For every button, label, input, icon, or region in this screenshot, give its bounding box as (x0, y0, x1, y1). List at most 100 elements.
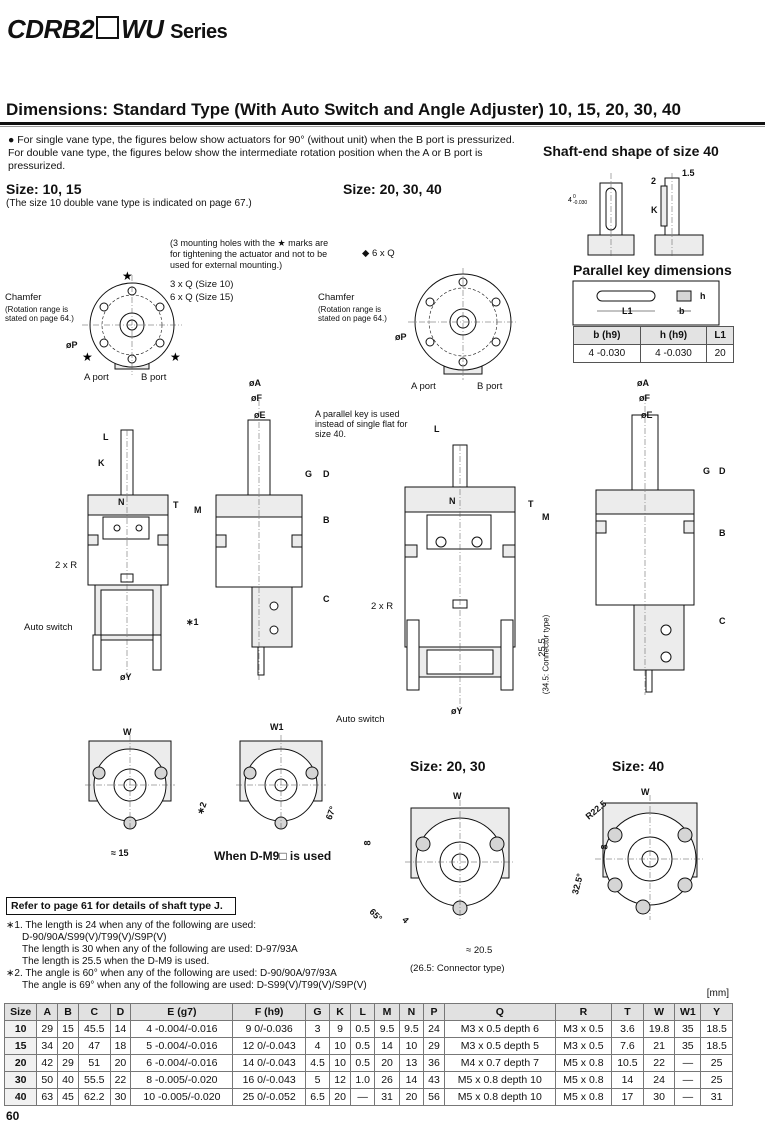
unit-label: [mm] (706, 988, 729, 999)
phiA-right: øA (637, 378, 649, 388)
dim-T-mid: T (528, 499, 534, 509)
series-word: Series (170, 21, 228, 43)
table-cell: M5 x 0.8 (554, 1088, 613, 1106)
table-cell: 43 (423, 1071, 445, 1089)
key-cell-L1: 20 (706, 344, 734, 363)
dim-D-left: D (323, 469, 330, 479)
table-cell: 20 (374, 1054, 400, 1072)
parallel-key-heading: Parallel key dimensions (573, 262, 732, 278)
n2-left: ∗2 (194, 800, 209, 816)
page-number: 60 (6, 1109, 20, 1123)
size-10-note: (The size 10 double vane type is indicat… (6, 198, 252, 209)
dim-C-left: C (323, 594, 330, 604)
table-cell: — (674, 1054, 702, 1072)
table-cell: 4 (304, 1037, 331, 1055)
footnote-2a: ∗2. The angle is 60° when any of the fol… (6, 968, 337, 979)
key-cell-b: 4 -0.030 (573, 344, 641, 363)
table-cell: 30 (109, 1088, 132, 1106)
shaft-type-j-reference: Refer to page 61 for details of shaft ty… (6, 897, 236, 915)
col-E: E (g7) (130, 1003, 234, 1021)
table-cell: 55.5 (77, 1071, 111, 1089)
dim-W-right: W (641, 787, 650, 797)
svg-text:0: 0 (573, 194, 576, 200)
table-cell: 13 (398, 1054, 425, 1072)
table-cell: 3.6 (611, 1020, 644, 1038)
table-cell: M3 x 0.5 depth 5 (443, 1037, 556, 1055)
svg-text:★: ★ (82, 350, 93, 364)
col-size: Size (3, 1003, 38, 1021)
left-bottom-view (85, 735, 175, 835)
size-20-30-heading: Size: 20, 30 (410, 758, 486, 774)
two-R-left: 2 x R (55, 560, 78, 571)
col-T: T (611, 1003, 644, 1021)
dim-20-5: ≈ 20.5 (466, 945, 493, 956)
col-G: G (304, 1003, 331, 1021)
table-header-row: Size A B C D E (g7) F (h9) G K L M N P Q… (3, 1003, 733, 1021)
table-cell: M3 x 0.5 depth 6 (443, 1020, 556, 1038)
table-cell: 42 (36, 1054, 59, 1072)
q-size15: 6 x Q (Size 15) (170, 292, 234, 303)
table-cell: 9.5 (374, 1020, 400, 1038)
table-cell: 15 (3, 1037, 38, 1055)
phiY-mid: øY (451, 706, 463, 716)
table-cell: 20 (57, 1037, 79, 1055)
table-cell: 14 (109, 1020, 132, 1038)
angle-65: 65° (367, 906, 385, 924)
table-cell: 5 -0.004/-0.016 (130, 1037, 234, 1055)
table-cell: 18.5 (700, 1020, 733, 1038)
table-cell: 0.5 (349, 1037, 376, 1055)
rotation-note-left: (Rotation range is stated on page 64.) (5, 305, 74, 323)
parallel-key-note: A parallel key is used instead of single… (315, 409, 408, 439)
section-rule-thin (0, 126, 765, 127)
table-cell: 18 (109, 1037, 132, 1055)
dim-8-right: 8 (599, 844, 610, 850)
table-cell: 20 (398, 1088, 425, 1106)
shaft-end-heading: Shaft-end shape of size 40 (543, 143, 719, 159)
phiP-mid: øP (395, 332, 407, 342)
dim-L-left: L (103, 432, 109, 442)
phiY-left: øY (120, 672, 132, 682)
table-cell: 6.5 (304, 1088, 331, 1106)
phiE-left: øE (254, 410, 266, 420)
table-cell: 10.5 (611, 1054, 644, 1072)
table-cell: 22 (109, 1071, 132, 1089)
size-10-15-heading: Size: 10, 15 (6, 181, 82, 197)
table-cell: 17 (611, 1088, 644, 1106)
dim-G-right: G (703, 466, 711, 476)
mid-bottom-view (405, 800, 515, 925)
table-cell: 35 (674, 1020, 702, 1038)
table-cell: M5 x 0.8 depth 10 (443, 1071, 556, 1089)
dim-M-left: M (194, 505, 202, 515)
key-cell-h: 4 -0.030 (639, 344, 708, 363)
table-cell: 31 (700, 1088, 733, 1106)
dim-1-5: 1.5 (682, 168, 695, 178)
table-cell: 63 (36, 1088, 59, 1106)
table-cell: 7.6 (611, 1037, 644, 1055)
svg-text:★: ★ (122, 269, 133, 283)
table-cell: 22 (642, 1054, 676, 1072)
dim-W1: W1 (270, 722, 284, 732)
col-F: F (h9) (232, 1003, 306, 1021)
table-cell: 45 (57, 1088, 79, 1106)
table-cell: 56 (423, 1088, 445, 1106)
size-40-heading: Size: 40 (612, 758, 665, 774)
col-B: B (57, 1003, 79, 1021)
section-title: Dimensions: Standard Type (With Auto Swi… (6, 100, 681, 119)
mid-front-view (404, 444, 516, 715)
dimension-table: Size A B C D E (g7) F (h9) G K L M N P Q… (3, 1003, 733, 1106)
col-L: L (349, 1003, 376, 1021)
table-cell: 14 (398, 1071, 425, 1089)
chamfer-label-left: Chamfer (5, 292, 42, 303)
svg-text:4: 4 (568, 197, 572, 204)
key-dimensions-table: b (h9) h (h9) L1 4 -0.030 4 -0.030 20 (573, 326, 734, 363)
col-K: K (329, 1003, 351, 1021)
table-cell: 50 (36, 1071, 59, 1089)
L1-key-label: L1 (622, 306, 633, 316)
series-box-symbol (96, 16, 120, 39)
dim-D-right: D (719, 466, 726, 476)
dim-N-left: N (118, 497, 125, 507)
